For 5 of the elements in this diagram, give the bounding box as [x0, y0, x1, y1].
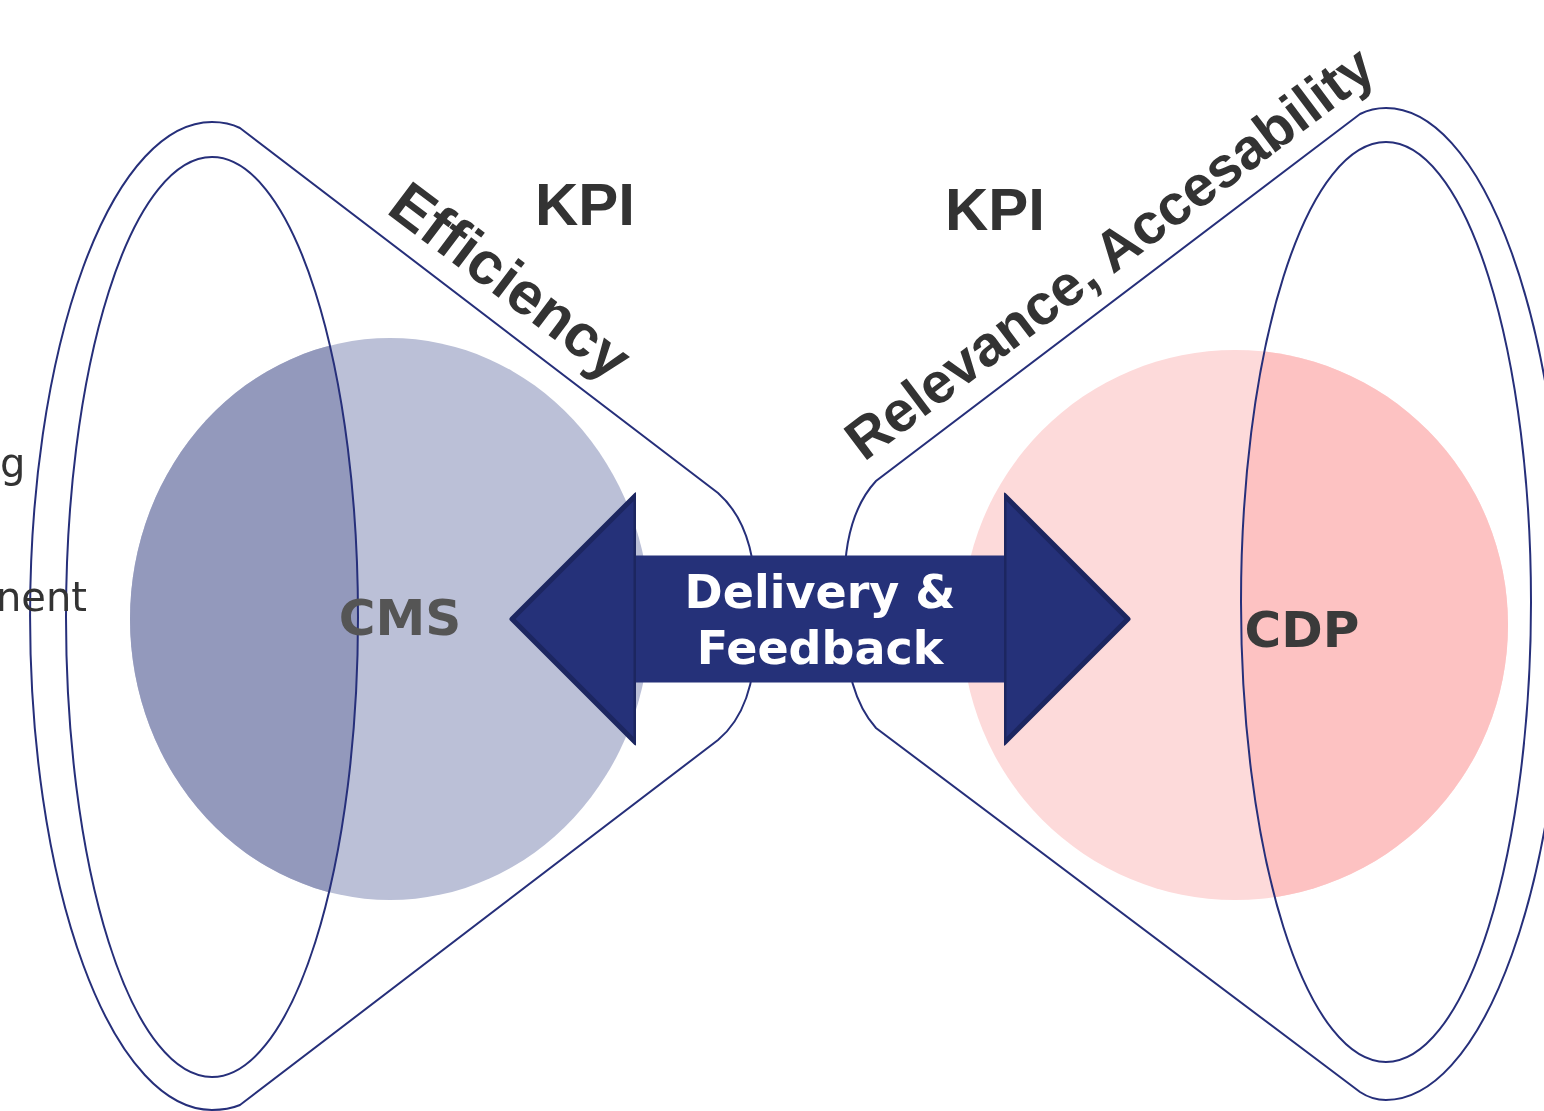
node-label: CDP: [1244, 601, 1360, 659]
edge-label: Delivery & Feedback: [683, 564, 957, 676]
double-arrow: [509, 492, 1131, 746]
text-label: g: [0, 440, 26, 486]
text-label: KPI: [945, 175, 1046, 244]
